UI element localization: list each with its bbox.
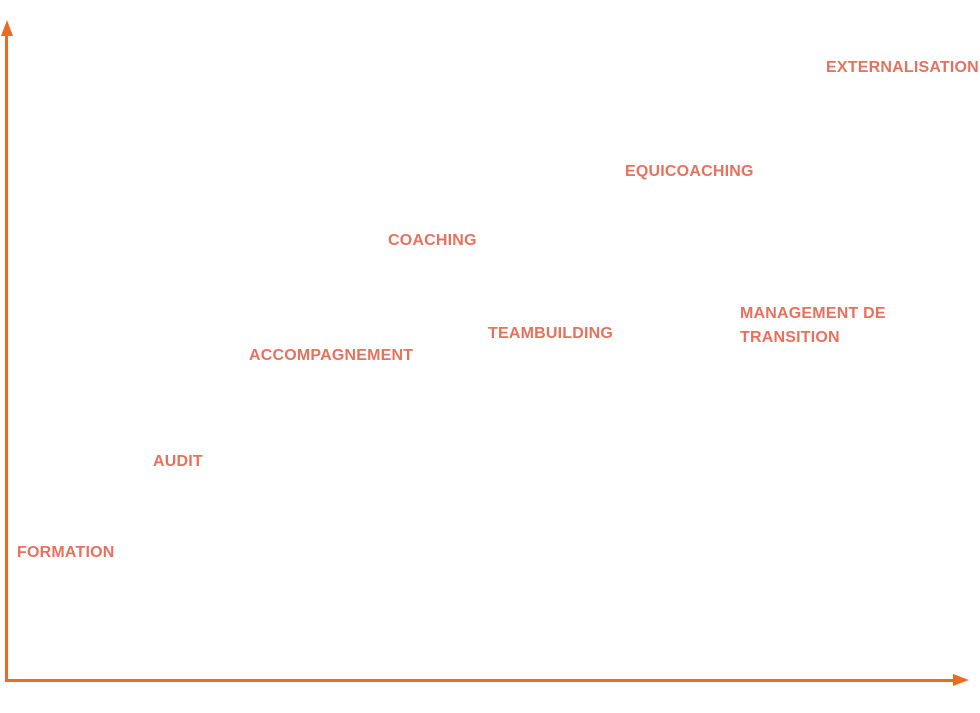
- chart-label-teambuilding: TEAMBUILDING: [488, 325, 614, 342]
- x-axis-line: [5, 679, 955, 682]
- chart-label-management-de-transition: MANAGEMENT DE TRANSITION: [740, 305, 886, 346]
- chart-label-externalisation: EXTERNALISATION: [826, 59, 979, 76]
- y-axis-arrow-icon: [1, 20, 13, 36]
- chart-label-equicoaching: EQUICOACHING: [625, 163, 754, 180]
- chart-label-accompagnement: ACCOMPAGNEMENT: [249, 347, 414, 364]
- y-axis-line: [5, 30, 8, 681]
- chart-label-formation: FORMATION: [17, 544, 115, 561]
- x-axis-arrow-icon: [953, 674, 969, 686]
- chart-label-audit: AUDIT: [153, 453, 203, 470]
- chart-label-coaching: COACHING: [388, 232, 477, 249]
